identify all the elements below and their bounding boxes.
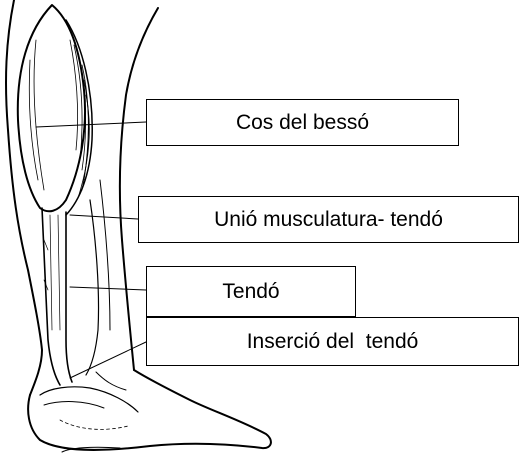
label-tendon-insertion: Inserció del tendó: [146, 317, 519, 366]
foot-outline: [28, 370, 271, 450]
label-calf-body: Cos del bessó: [146, 99, 459, 146]
label-muscle-tendon-junction: Unió musculatura- tendó: [138, 196, 519, 243]
label-tendon: Tendó: [146, 266, 356, 317]
leader-lines: [36, 122, 146, 378]
achilles-tendon: [42, 208, 60, 385]
heel-contour: [40, 387, 138, 412]
